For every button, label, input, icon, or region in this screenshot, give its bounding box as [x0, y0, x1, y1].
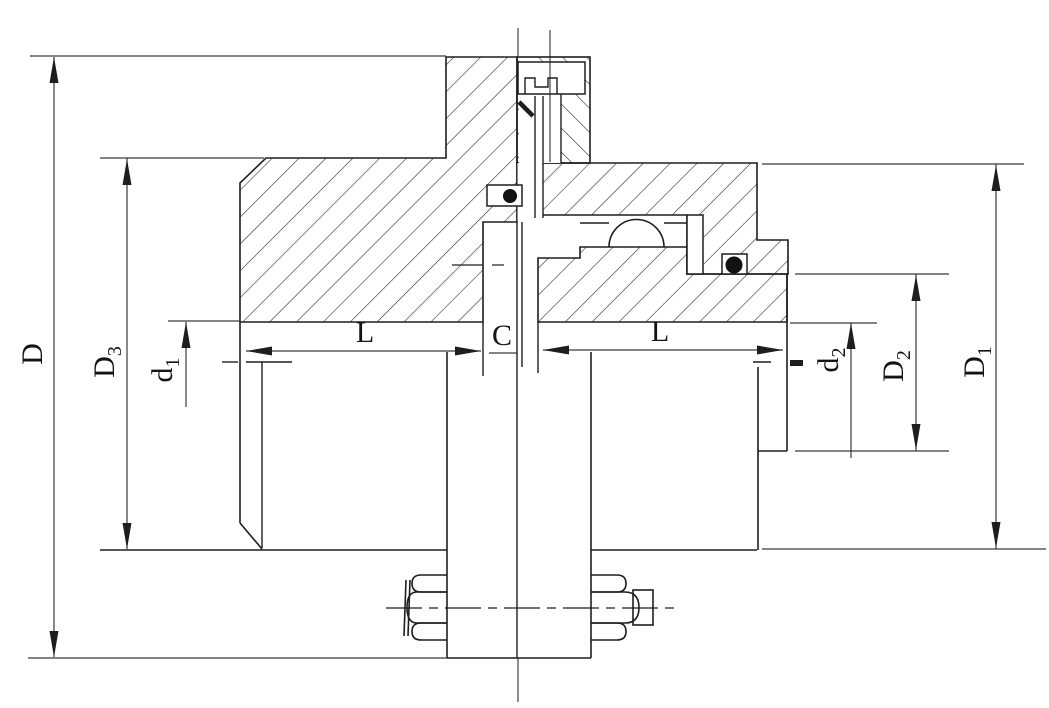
oring-seal-left — [503, 189, 517, 203]
lock-tab — [517, 100, 535, 118]
dim-label-L-left: L — [356, 316, 374, 349]
bolt-assembly — [386, 574, 676, 641]
arrow-up — [991, 165, 1001, 191]
dim-L-right: L — [543, 315, 783, 355]
dimension-annotations: D D3 d1 L C L — [16, 55, 1046, 659]
arrow-down — [49, 631, 59, 657]
dim-label-D3: D3 — [88, 346, 126, 378]
dim-label-d1: d1 — [146, 358, 184, 383]
dim-d1: d1 — [146, 320, 240, 407]
arrow-up — [846, 323, 856, 349]
arrow-up — [911, 275, 921, 301]
dim-D: D — [16, 55, 447, 659]
mesh-and-seals — [452, 184, 748, 376]
oring-seal-right — [725, 256, 743, 274]
gear-tooth-arc — [608, 218, 665, 248]
dim-label-L-right: L — [651, 315, 669, 348]
dim-D1: D1 — [762, 163, 1046, 550]
left-hub-section — [239, 56, 518, 323]
dim-label-C: C — [492, 319, 512, 352]
bolt-head-top-facet — [591, 574, 627, 593]
flange-bolt-detail — [517, 30, 586, 221]
arrow-down — [911, 424, 921, 450]
dim-D2: D2 — [795, 273, 949, 452]
arrow-up — [181, 322, 191, 348]
dim-L-left: L — [246, 316, 481, 356]
seal-retainer-plate — [686, 214, 704, 275]
arrow-down — [122, 523, 132, 549]
arrow-right — [757, 345, 783, 355]
arrow-right — [455, 346, 481, 356]
dim-D3: D3 — [88, 157, 264, 549]
dim-label-D1: D1 — [958, 346, 996, 378]
nut-bottom-facet — [411, 622, 447, 641]
dim-label-D2: D2 — [877, 350, 915, 382]
dim-label-d2: d2 — [812, 348, 850, 373]
hub-chamfer-left — [239, 522, 263, 550]
arrow-up — [49, 57, 59, 83]
arrow-down — [991, 522, 1001, 548]
lock-plate-step — [524, 77, 558, 94]
arrow-up — [122, 159, 132, 185]
arrow-left — [246, 346, 272, 356]
arrow-left — [543, 345, 569, 355]
nut-top-facet — [411, 574, 447, 593]
bolt-head-bottom-facet — [591, 622, 627, 641]
dim-C: C — [489, 319, 517, 354]
lower-half-outline — [100, 222, 803, 659]
dim-d2: d2 — [790, 322, 877, 458]
dim-label-D: D — [16, 343, 49, 365]
